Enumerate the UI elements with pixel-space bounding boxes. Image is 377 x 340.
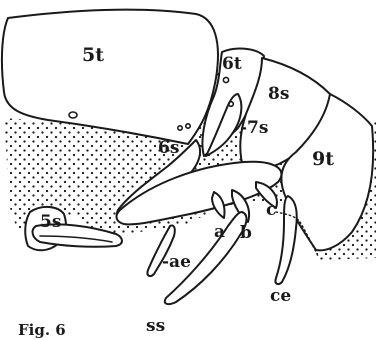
label-5s: 5s [40, 214, 61, 231]
label-7s: -7s [240, 120, 268, 137]
label-9t: 9t [312, 150, 334, 169]
label-8s: 8s [268, 86, 289, 103]
label-c: c [266, 202, 276, 219]
label-5t: 5t [82, 46, 104, 65]
label-ce: ce [270, 288, 291, 305]
label-ae: -ae [162, 254, 191, 271]
label-a: a [214, 224, 225, 241]
figure-caption: Fig. 6 [18, 321, 66, 339]
label-6s: 6s [158, 140, 179, 157]
label-ss: ss [146, 318, 165, 335]
appendage-ce [275, 196, 296, 284]
label-6t: 6t [222, 56, 242, 73]
label-b: b [240, 225, 252, 242]
